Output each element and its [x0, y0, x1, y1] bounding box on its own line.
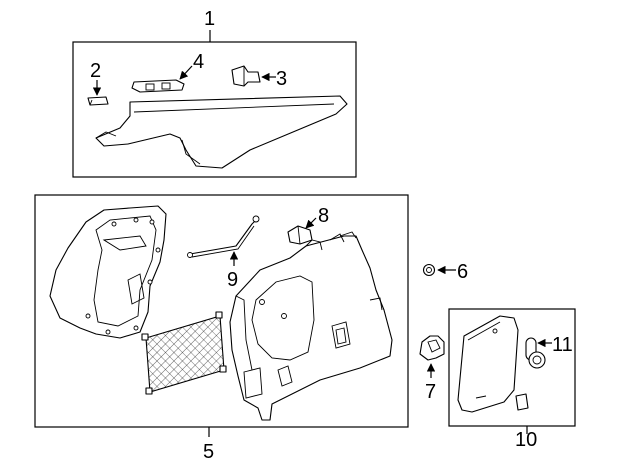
callout-7: 7	[425, 381, 436, 403]
callout-9: 9	[227, 269, 238, 291]
access-door	[457, 315, 519, 413]
callout-6: 6	[457, 261, 468, 283]
door-clip	[515, 393, 529, 411]
group-1-box	[72, 41, 357, 178]
callout-10: 10	[515, 429, 537, 451]
strap-part-9	[187, 215, 260, 258]
hook-part-7	[419, 335, 445, 361]
callout-3: 3	[276, 68, 287, 90]
callout-5: 5	[203, 441, 214, 463]
cargo-net	[141, 311, 227, 395]
callout-4-leader	[179, 65, 193, 80]
upper-trim-panel	[95, 95, 348, 169]
retainer-part-4	[131, 79, 185, 93]
callout-8: 8	[318, 205, 329, 227]
callout-2: 2	[90, 60, 101, 82]
group-10-box	[448, 308, 576, 427]
callout-1: 1	[204, 8, 215, 30]
grommet-part-6	[422, 263, 436, 277]
clip-part-8	[287, 225, 313, 245]
callout-11: 11	[552, 334, 573, 356]
cap-part-11	[525, 337, 546, 369]
wheelhouse-panel	[49, 205, 167, 339]
push-pin-part-3	[231, 65, 261, 87]
callout-4: 4	[193, 51, 204, 73]
clip-part-2	[87, 96, 109, 106]
group-5-box	[34, 194, 409, 428]
callout-8-leader	[305, 217, 317, 229]
quarter-trim-panel	[229, 231, 393, 421]
